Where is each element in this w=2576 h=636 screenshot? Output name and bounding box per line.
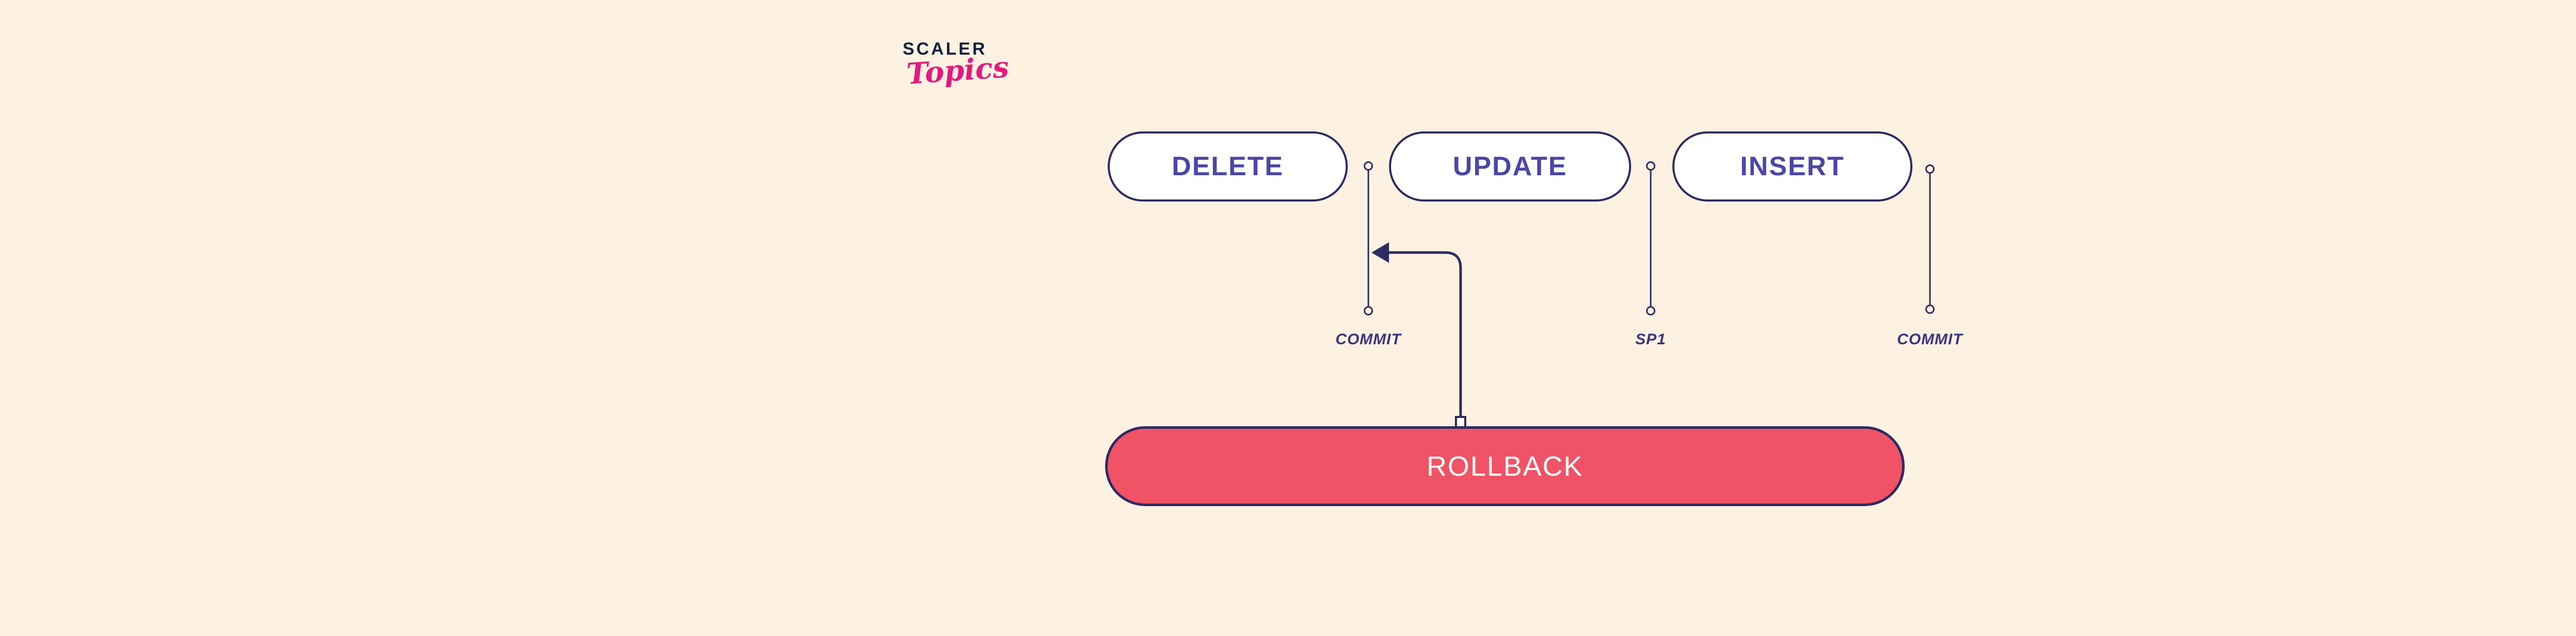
rollback-button[interactable]: ROLLBACK xyxy=(1105,426,1905,506)
marker-dot-bottom xyxy=(1646,306,1655,315)
marker-label: COMMIT xyxy=(1335,331,1401,348)
logo-wordmark-scaler: SCALER xyxy=(903,39,987,59)
operation-label: INSERT xyxy=(1740,152,1845,181)
rollback-label: ROLLBACK xyxy=(1426,450,1584,482)
marker-dot-top xyxy=(1646,161,1655,171)
marker-label: COMMIT xyxy=(1897,331,1963,348)
scaler-topics-logo: SCALER Topics xyxy=(903,40,1026,133)
operation-label: DELETE xyxy=(1172,152,1284,181)
marker-connector-line xyxy=(1367,166,1369,311)
marker-dot-bottom xyxy=(1925,305,1935,314)
marker-connector-line xyxy=(1929,169,1931,309)
marker-dot-top xyxy=(1925,164,1935,174)
marker-savepoint-sp1: SP1 xyxy=(1620,161,1682,357)
marker-dot-top xyxy=(1364,161,1373,171)
marker-connector-line xyxy=(1650,166,1652,311)
logo-wordmark-topics: Topics xyxy=(905,50,1010,91)
operation-label: UPDATE xyxy=(1453,152,1567,181)
operation-pill-delete[interactable]: DELETE xyxy=(1108,131,1348,202)
rollback-connector-stub xyxy=(1455,416,1466,428)
operation-pill-update[interactable]: UPDATE xyxy=(1389,131,1631,202)
operation-pill-insert[interactable]: INSERT xyxy=(1672,131,1912,202)
marker-commit-last: COMMIT xyxy=(1897,164,1963,357)
marker-dot-bottom xyxy=(1364,306,1373,315)
marker-commit-first: COMMIT xyxy=(1335,161,1401,357)
marker-label: SP1 xyxy=(1635,331,1666,348)
